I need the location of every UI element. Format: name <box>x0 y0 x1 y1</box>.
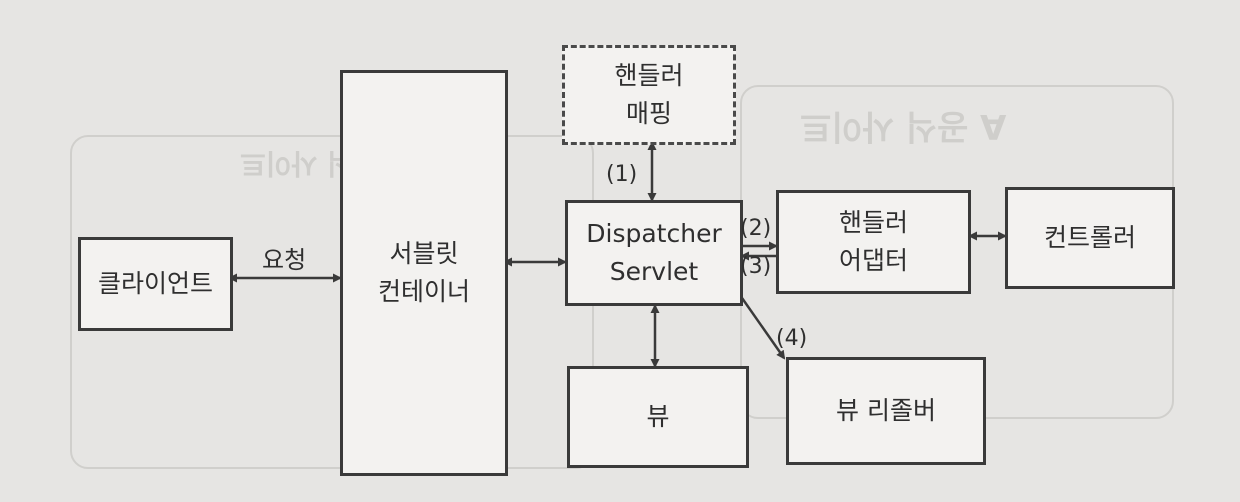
step1-label: (1) <box>606 162 638 187</box>
step3-label: (3) <box>740 254 772 279</box>
view-resolver-box: 뷰 리졸버 <box>786 357 986 465</box>
view-resolver-label: 뷰 리졸버 <box>836 396 936 425</box>
request-label: 요청 <box>262 246 307 274</box>
controller-box: 컨트롤러 <box>1005 187 1175 289</box>
dispatcher-servlet-label: Dispatcher Servlet <box>586 219 722 286</box>
arrow-dispatcher-to-view-resolver <box>740 297 786 360</box>
controller-label: 컨트롤러 <box>1043 223 1136 252</box>
servlet-container-box: 서블릿 컨테이너 <box>340 70 508 476</box>
handler-adapter-label: 핸들러 어댑터 <box>838 208 908 275</box>
view-box: 뷰 <box>567 366 749 468</box>
step4-label: (4) <box>776 326 808 351</box>
dispatcher-servlet-box: Dispatcher Servlet <box>565 200 743 306</box>
view-label: 뷰 <box>646 402 670 431</box>
client-label: 클라이언트 <box>97 269 213 298</box>
servlet-container-label: 서블릿 컨테이너 <box>377 239 470 306</box>
handler-adapter-box: 핸들러 어댑터 <box>776 190 971 294</box>
handler-mapping-label: 핸들러 매핑 <box>614 61 684 128</box>
client-box: 클라이언트 <box>78 237 233 331</box>
step2-label: (2) <box>740 216 772 241</box>
handler-mapping-box: 핸들러 매핑 <box>562 45 736 145</box>
